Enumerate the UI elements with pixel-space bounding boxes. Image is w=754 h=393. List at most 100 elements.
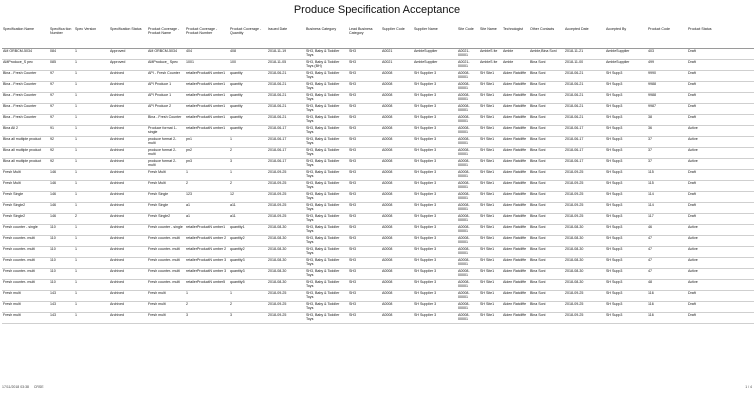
table-cell: Bina Soni (529, 268, 564, 280)
table-cell: 2018-09-25 (564, 180, 605, 192)
table-cell: 2 (229, 301, 267, 313)
table-cell: 92 (49, 147, 74, 159)
table-cell: Archived (109, 191, 147, 203)
table-cell: API Produce 1 (147, 92, 185, 104)
table-cell: SH3 (348, 191, 381, 203)
table-cell: 9990 (647, 70, 687, 82)
table-cell: SH3, Baby & Toddler Toys (305, 235, 348, 247)
table-cell: 408 (229, 48, 267, 60)
table-cell: 12 (229, 191, 267, 203)
table-cell: SH Site1 (479, 169, 502, 181)
table-cell: 114 (647, 202, 687, 214)
table-cell: SH Supplier 3 (413, 213, 457, 225)
table-cell: SH Site1 (479, 114, 502, 126)
table-cell: A0008 (381, 213, 413, 225)
table-cell: A0008 (381, 290, 413, 302)
table-cell: Bina - Fresh Counter (147, 114, 185, 126)
table-cell: 123 (185, 191, 229, 203)
table-cell: 1 (74, 59, 109, 71)
table-cell: SH Site1 (479, 290, 502, 302)
table-cell: A0008-00001 (457, 180, 479, 192)
table-cell: Draft (687, 301, 754, 313)
table-cell: 1 (74, 125, 109, 137)
table-cell: 2018-11-21 (564, 48, 605, 60)
table-cell: 1 (74, 147, 109, 159)
table-cell: quantity1 (229, 224, 267, 236)
table-cell: Aiden Ratcliffe (502, 180, 529, 192)
table-cell: 146 (49, 191, 74, 203)
table-cell: Fresh counter- multi (147, 235, 185, 247)
table-cell: 2018-09-25 (564, 191, 605, 203)
table-cell: A0008-00001 (457, 158, 479, 170)
table-cell: Archived (109, 246, 147, 258)
table-cell: 143 (49, 301, 74, 313)
table-cell: SH3 (348, 169, 381, 181)
table-cell: 2018-09-25 (564, 169, 605, 181)
table-cell: SH3, Baby & Toddler Toys (305, 301, 348, 313)
table-cell: Draft (687, 213, 754, 225)
table-cell: 2018-06-21 (564, 81, 605, 93)
table-cell: 403 (647, 48, 687, 60)
column-header: Product Code (647, 27, 687, 49)
table-cell: SH Supp3 (605, 246, 647, 258)
table-cell: SH Supp3 (605, 312, 647, 324)
table-cell: Aiden Ratcliffe (502, 312, 529, 324)
table-cell: A0008-00001 (457, 103, 479, 115)
table-cell: Fresh counter- multi (2, 257, 49, 269)
table-cell: SH Site1 (479, 301, 502, 313)
table-cell: 2018-06-21 (564, 103, 605, 115)
table-cell: Active (687, 235, 754, 247)
column-header: Accepted Date (564, 27, 605, 49)
table-cell: SH3 (348, 59, 381, 71)
table-cell: a1 (185, 213, 229, 225)
table-cell: AmbleS ite (479, 48, 502, 60)
table-cell: 9988 (647, 81, 687, 93)
table-cell: 499 (647, 59, 687, 71)
table-cell: Bina Soni (529, 59, 564, 71)
table-cell: 2018-06-17 (564, 147, 605, 159)
table-cell: Bina All 2 (2, 125, 49, 137)
table-cell: Bina - Fresh Counter (2, 92, 49, 104)
table-cell: SH3, Baby & Toddler Toys (305, 136, 348, 148)
table-cell: SH Supplier 3 (413, 81, 457, 93)
table-cell: produce format 2- multi (147, 136, 185, 148)
table-cell: Approved (109, 59, 147, 71)
table-cell: SH Site1 (479, 213, 502, 225)
table-cell: SH Supplier 3 (413, 158, 457, 170)
table-cell: 2018-08-30 (564, 246, 605, 258)
table-cell: Fresh Multi (147, 169, 185, 181)
column-header: Technologist (502, 27, 529, 49)
column-header: Product Coverage - Product Name (147, 27, 185, 49)
table-cell: a11 (229, 213, 267, 225)
table-cell: Fresh multi (147, 290, 185, 302)
table-cell: 37 (647, 147, 687, 159)
column-header: Site Name (479, 27, 502, 49)
table-cell: 1 (74, 136, 109, 148)
table-cell: SH Supp3 (605, 70, 647, 82)
table-cell: SH Site1 (479, 257, 502, 269)
table-cell: SH3, Baby & Toddler Toys (305, 224, 348, 236)
table-cell: 2018-06-17 (267, 136, 305, 148)
table-cell: A0008 (381, 235, 413, 247)
table-cell: Fresh multi (2, 301, 49, 313)
table-cell: 110 (49, 279, 74, 291)
table-cell: SH3 (348, 103, 381, 115)
column-header: Product Coverage - Quantity (229, 27, 267, 49)
table-cell: 47 (647, 268, 687, 280)
table-cell: Fresh counter- multi (2, 268, 49, 280)
table-cell: A0008-00001 (457, 257, 479, 269)
table-cell: SH Supp3 (605, 202, 647, 214)
table-cell: A0008 (381, 257, 413, 269)
table-cell: SH3, Baby & Toddler Toys (305, 290, 348, 302)
table-cell: A0008-00001 (457, 301, 479, 313)
table-cell: SH Supplier 3 (413, 92, 457, 104)
table-cell: Draft (687, 290, 754, 302)
table-cell: 1 (74, 290, 109, 302)
table-cell: 1 (74, 301, 109, 313)
table-cell: 1 (74, 257, 109, 269)
column-header: Supplier Code (381, 27, 413, 49)
table-cell: Produce format 1- single (147, 125, 185, 137)
table-cell: 2018-06-17 (564, 136, 605, 148)
